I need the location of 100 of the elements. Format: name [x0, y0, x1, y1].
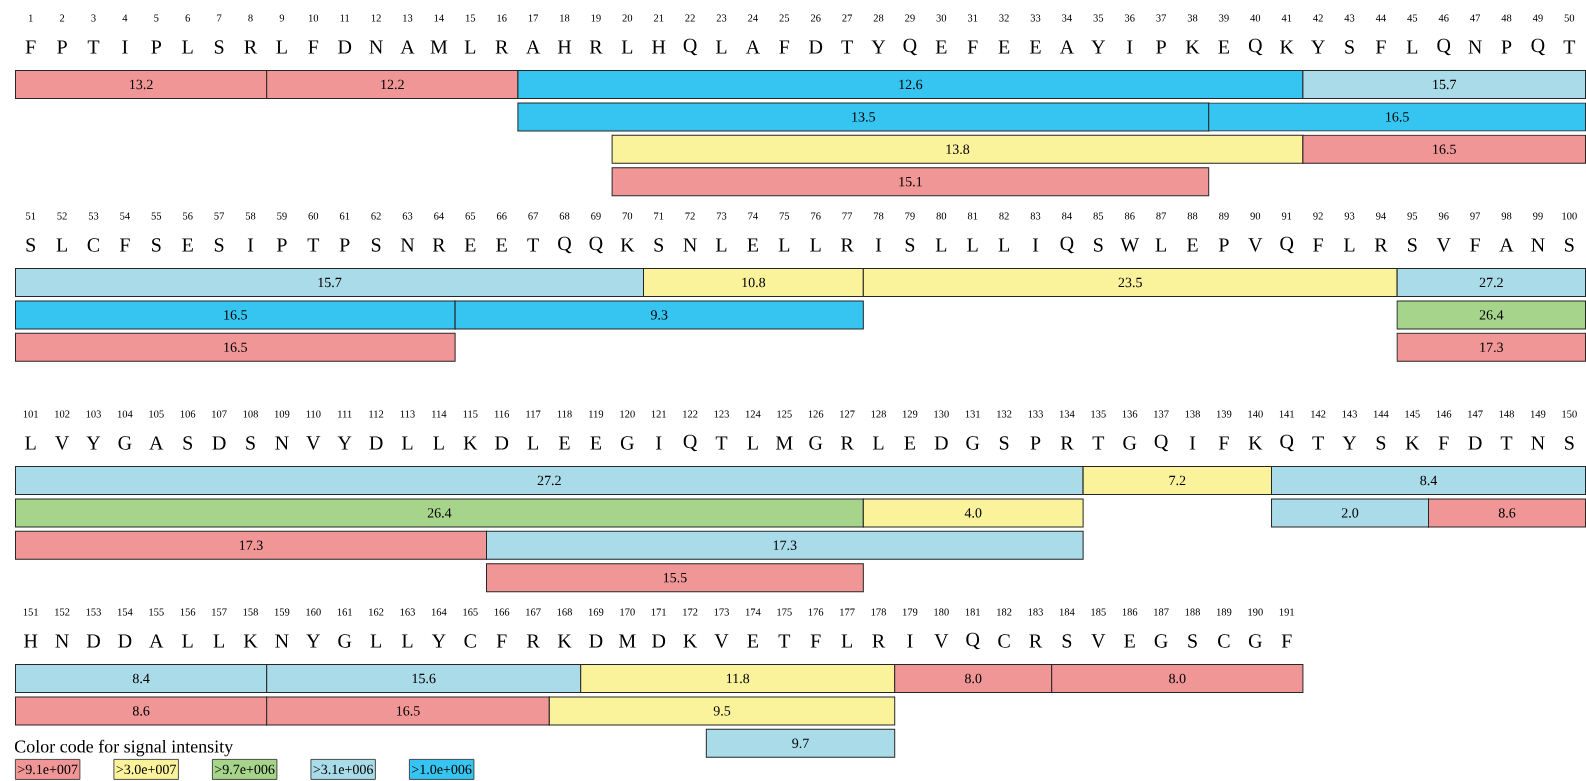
residue-letter: F	[779, 40, 790, 54]
residue-number: 163	[400, 608, 415, 616]
residue-number: 171	[651, 608, 666, 616]
residue-number: 49	[1532, 14, 1543, 22]
residue-number: 177	[840, 608, 855, 616]
residue-number: 93	[1344, 212, 1355, 220]
residue-letter: L	[873, 436, 884, 450]
residue-letter: T	[1092, 436, 1105, 450]
peptide-bar: 16.5	[1302, 134, 1586, 164]
residue-letter: Q	[1531, 38, 1545, 56]
residue-letter: S	[1345, 40, 1354, 54]
residue-letter: Q	[589, 236, 603, 254]
residue-number: 186	[1122, 608, 1138, 616]
residue-letter: E	[182, 238, 193, 252]
residue-number: 170	[620, 608, 635, 616]
residue-number: 92	[1313, 212, 1323, 220]
peptide-bar: 8.6	[15, 696, 268, 726]
peptide-bar: 13.2	[15, 70, 268, 99]
residue-number: 96	[1438, 212, 1449, 220]
residue-number: 40	[1250, 14, 1261, 22]
residue-letter: F	[1438, 436, 1449, 450]
residue-number: 25	[779, 14, 790, 22]
residue-number: 91	[1281, 212, 1292, 220]
residue-number: 12	[371, 14, 381, 22]
residue-letter: P	[1218, 238, 1229, 252]
residue-number: 169	[588, 608, 604, 616]
residue-number: 159	[274, 608, 290, 616]
residue-letter: I	[1127, 40, 1133, 54]
residue-letter: K	[557, 634, 572, 648]
residue-letter: E	[496, 238, 507, 252]
residue-number: 110	[306, 410, 321, 418]
peptide-bar: 11.8	[580, 664, 896, 693]
residue-letter: D	[369, 436, 383, 450]
residue-number: 14	[434, 14, 444, 22]
residue-letter: W	[1120, 238, 1140, 252]
residue-number: 81	[967, 212, 978, 220]
residue-number: 54	[120, 212, 130, 220]
residue-letter: L	[182, 634, 193, 648]
residue-letter: I	[247, 238, 254, 252]
residue-letter: S	[905, 238, 915, 252]
residue-number: 58	[245, 212, 256, 220]
residue-letter: F	[496, 634, 507, 648]
peptide-bar: 15.7	[15, 268, 644, 297]
residue-number: 64	[434, 212, 444, 220]
residue-number: 184	[1059, 608, 1075, 616]
residue-number: 150	[1562, 410, 1577, 418]
residue-number: 22	[685, 14, 695, 22]
residue-letter: G	[1123, 436, 1137, 450]
residue-number: 53	[88, 212, 99, 220]
peptide-bar: 13.8	[611, 134, 1304, 164]
peptide-bar: 13.5	[517, 102, 1210, 132]
residue-letter: N	[275, 634, 289, 648]
residue-letter: F	[967, 40, 978, 54]
residue-letter: N	[400, 238, 415, 252]
residue-number: 180	[934, 608, 949, 616]
residue-number: 189	[1216, 608, 1232, 616]
residue-number: 188	[1185, 608, 1200, 616]
residue-letter: A	[745, 40, 760, 54]
residue-number: 34	[1062, 14, 1072, 22]
residue-number: 122	[683, 410, 698, 418]
residue-number: 168	[557, 608, 572, 616]
residue-number: 116	[494, 410, 510, 418]
residue-number: 57	[214, 212, 225, 220]
residue-letter: L	[841, 634, 852, 648]
residue-letter: R	[495, 40, 509, 54]
residue-number: 115	[463, 410, 478, 418]
residue-letter: Y	[337, 436, 352, 450]
residue-letter: L	[464, 40, 476, 54]
peptide-bar: 8.6	[1428, 498, 1586, 528]
residue-number: 154	[117, 608, 133, 616]
residue-letter: T	[778, 634, 791, 648]
residue-number: 165	[463, 608, 478, 616]
residue-letter: R	[1374, 238, 1388, 252]
residue-letter: I	[907, 634, 913, 648]
residue-letter: G	[338, 634, 352, 648]
peptide-bar: 15.6	[266, 664, 582, 693]
residue-number: 139	[1216, 410, 1232, 418]
legend-entry: >9.7e+006	[212, 759, 278, 780]
residue-letter: L	[716, 40, 727, 54]
residue-letter: N	[275, 436, 289, 450]
residue-number: 87	[1156, 212, 1167, 220]
residue-letter: L	[56, 238, 67, 252]
residue-letter: A	[149, 436, 164, 450]
residue-number: 42	[1313, 14, 1323, 22]
residue-letter: L	[402, 436, 413, 450]
residue-number: 66	[496, 212, 507, 220]
residue-number: 84	[1062, 212, 1072, 220]
residue-letter: F	[119, 238, 130, 252]
residue-letter: N	[683, 238, 697, 252]
residue-number: 174	[745, 608, 761, 616]
residue-letter: S	[214, 238, 224, 252]
residue-letter: S	[999, 436, 1009, 450]
residue-number: 156	[180, 608, 196, 616]
residue-letter: K	[1185, 40, 1200, 54]
residue-letter: S	[1094, 238, 1103, 252]
residue-letter: E	[998, 40, 1010, 54]
residue-letter: T	[527, 238, 539, 252]
residue-letter: L	[1155, 238, 1166, 252]
residue-number: 148	[1499, 410, 1514, 418]
legend-entry: >9.1e+007	[15, 759, 81, 780]
